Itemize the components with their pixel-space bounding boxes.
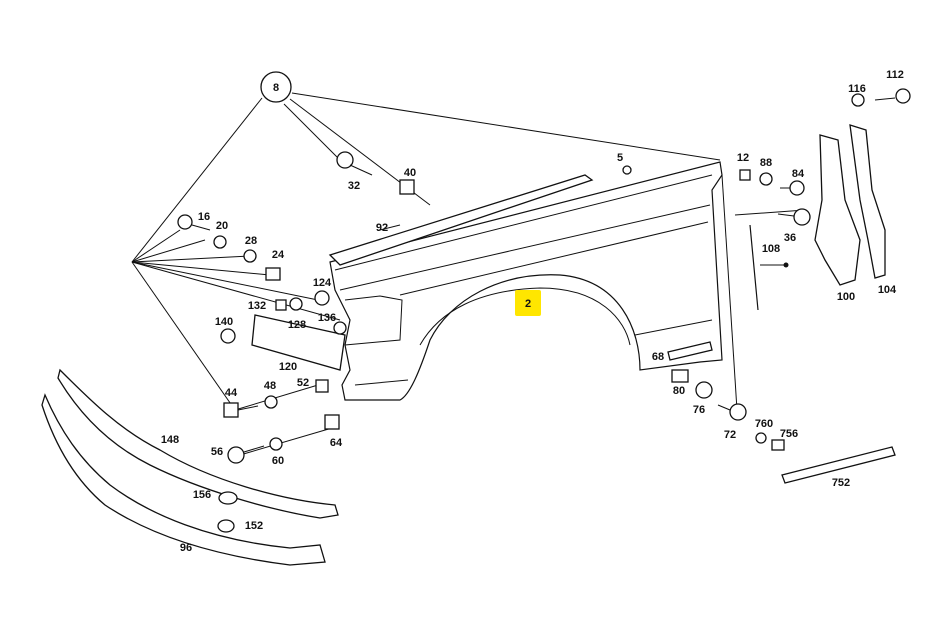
label-44: 44 xyxy=(225,387,238,399)
highlight-box xyxy=(515,290,541,316)
label-128: 128 xyxy=(288,319,306,331)
label-16: 16 xyxy=(198,211,210,223)
label-148: 148 xyxy=(161,434,179,446)
trim-strip-92 xyxy=(328,174,594,266)
label-40: 40 xyxy=(404,167,416,179)
label-92: 92 xyxy=(376,222,388,234)
label-28: 28 xyxy=(245,235,257,247)
label-120: 120 xyxy=(279,361,297,373)
leader-lines-8 xyxy=(131,92,721,456)
label-752: 752 xyxy=(832,477,850,489)
part-108 xyxy=(749,224,789,311)
label-96: 96 xyxy=(180,542,192,554)
label-756: 756 xyxy=(780,428,798,440)
panel-104 xyxy=(849,124,886,279)
label-104: 104 xyxy=(878,284,897,296)
label-760: 760 xyxy=(755,418,773,430)
label-116: 116 xyxy=(848,83,866,95)
label-136: 136 xyxy=(318,312,336,324)
svg-text:8: 8 xyxy=(273,82,279,94)
trim-68 xyxy=(667,341,713,361)
label-152: 152 xyxy=(245,520,263,532)
bracket-120 xyxy=(251,314,346,371)
label-24: 24 xyxy=(272,249,285,261)
part-number-labels: 5 12 88 84 36 108 116 112 100 104 40 32 … xyxy=(161,69,904,554)
label-88: 88 xyxy=(760,157,772,169)
panel-100 xyxy=(814,134,861,286)
label-68: 68 xyxy=(652,351,664,363)
callout-8: 8 xyxy=(260,71,292,103)
strip-752 xyxy=(781,446,896,484)
label-12: 12 xyxy=(737,152,749,164)
label-36: 36 xyxy=(784,232,796,244)
label-52: 52 xyxy=(297,377,309,389)
label-72: 72 xyxy=(724,429,736,441)
callout-2-highlight[interactable]: 2 xyxy=(515,290,541,316)
label-108: 108 xyxy=(762,243,780,255)
label-84: 84 xyxy=(792,168,805,180)
label-132: 132 xyxy=(248,300,266,312)
label-64: 64 xyxy=(330,437,343,449)
label-48: 48 xyxy=(264,380,276,392)
label-112: 112 xyxy=(886,69,904,81)
label-76: 76 xyxy=(693,404,705,416)
label-60: 60 xyxy=(272,455,284,467)
label-140: 140 xyxy=(215,316,233,328)
label-32: 32 xyxy=(348,180,360,192)
seal-96 xyxy=(41,393,326,566)
label-100: 100 xyxy=(837,291,855,303)
label-20: 20 xyxy=(216,220,228,232)
label-156: 156 xyxy=(193,489,211,501)
label-80: 80 xyxy=(673,385,685,397)
label-124: 124 xyxy=(313,277,332,289)
seal-148 xyxy=(57,368,339,519)
hardware xyxy=(177,88,911,533)
fender-part xyxy=(329,161,806,411)
label-5: 5 xyxy=(617,152,623,164)
callout-2-label: 2 xyxy=(525,298,531,310)
label-56: 56 xyxy=(211,446,223,458)
